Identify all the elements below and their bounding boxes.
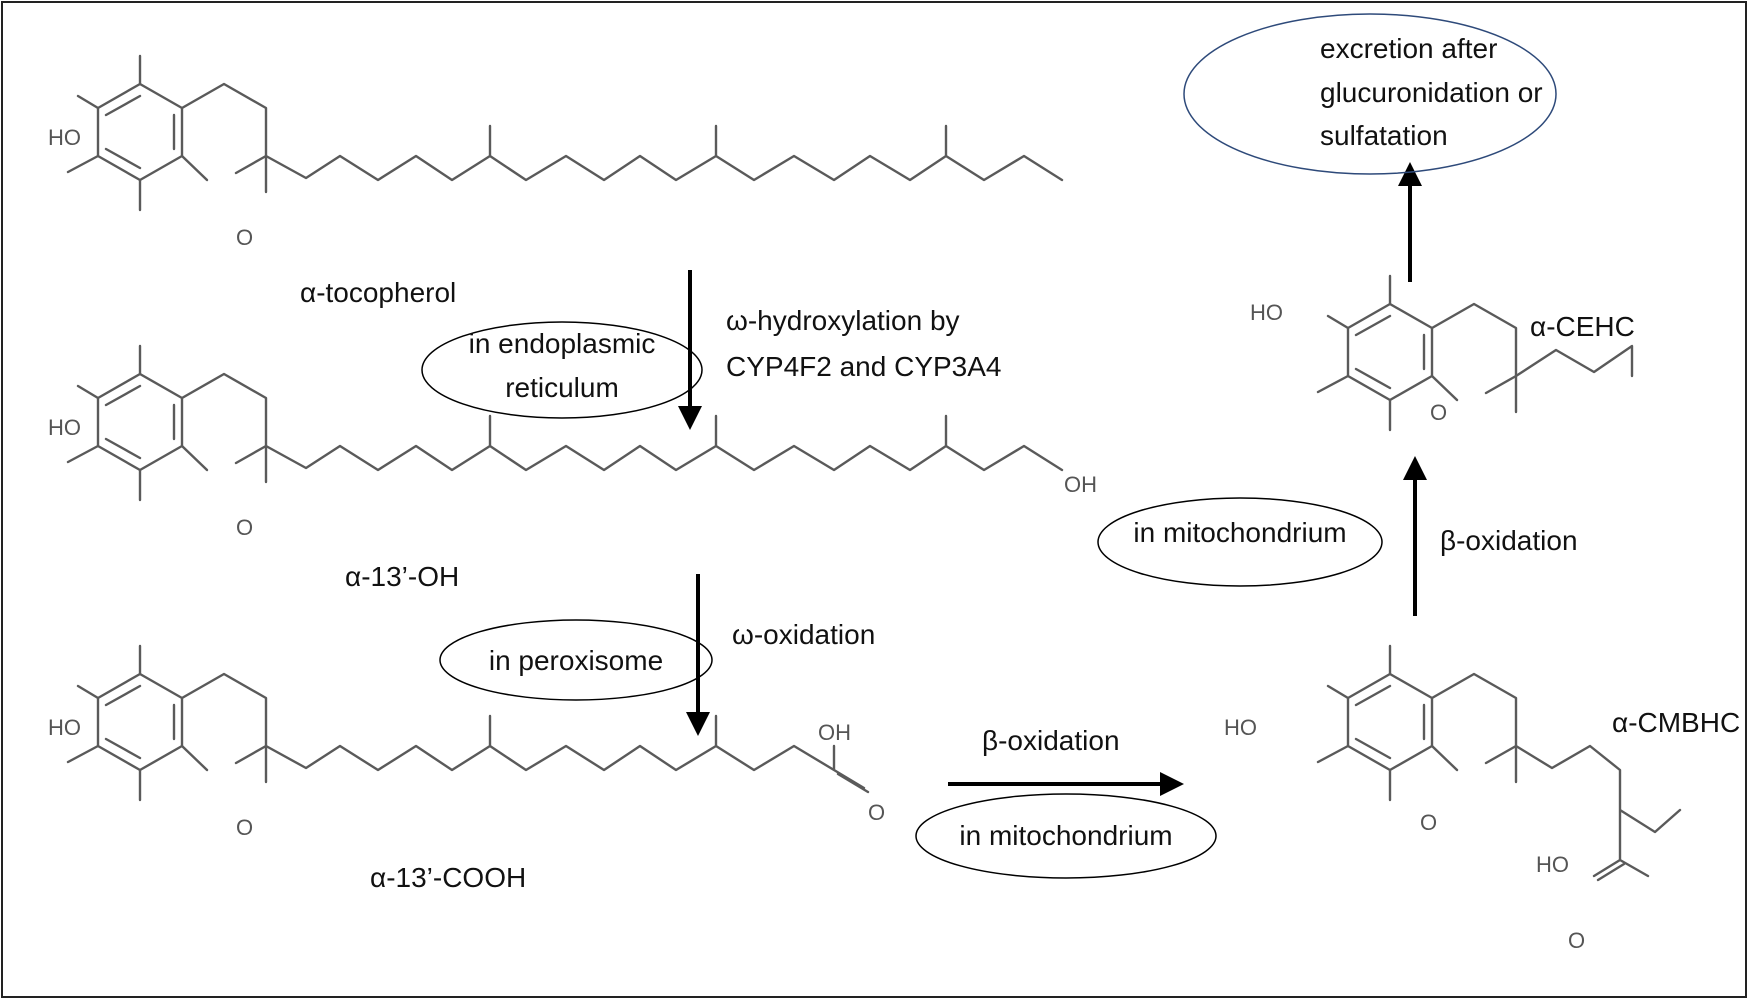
svg-text:in mitochondrium: in mitochondrium [1133,517,1346,548]
label-beta-oxidation-1: β-oxidation [982,725,1120,756]
label-omega-oxidation: ω-oxidation [732,619,875,650]
structure-alpha-cmbhc: HO O HO O [1224,644,1682,953]
label-beta-oxidation-2: β-oxidation [1440,525,1578,556]
structure-alpha-cehc: HO O [1250,274,1634,432]
structure-alpha-13-cooh: HO O OH O [48,644,885,840]
label-alpha-13-oh: α-13’-OH [345,561,459,592]
location-peroxisome: in peroxisome [439,619,713,701]
svg-text:in endoplasmic: in endoplasmic [469,328,656,359]
atom-ring-oxygen: O [1420,810,1437,835]
location-mitochondrium-2: in mitochondrium [1097,497,1383,587]
structure-alpha-13-oh: HO O OH [48,344,1097,540]
atom-acid-hydroxyl: HO [1536,852,1569,877]
atom-terminal-hydroxyl: OH [1064,472,1097,497]
label-alpha-tocopherol: α-tocopherol [300,277,456,308]
label-hydroxylation: ω-hydroxylation by CYP4F2 and CYP3A4 [726,305,1002,382]
atom-ring-oxygen: O [236,225,253,250]
label-alpha-13-cooh: α-13’-COOH [370,862,526,893]
atom-ring-oxygen: O [1430,400,1447,425]
location-mitochondrium-1: in mitochondrium [915,793,1217,879]
atom-hydroxyl: HO [48,125,81,150]
structure-alpha-tocopherol: HO O [48,54,1064,250]
atom-ring-oxygen: O [236,815,253,840]
atom-acid-oxygen: O [868,800,885,825]
svg-text:glucuronidation or: glucuronidation or [1320,77,1543,108]
atom-hydroxyl: HO [1250,300,1283,325]
svg-text:reticulum: reticulum [505,372,619,403]
svg-text:ω-hydroxylation by: ω-hydroxylation by [726,305,960,336]
atom-acid-hydroxyl: OH [818,720,851,745]
atom-hydroxyl: HO [1224,715,1257,740]
svg-text:in peroxisome: in peroxisome [489,645,663,676]
excretion-note: excretion after glucuronidation or sulfa… [1183,13,1557,175]
svg-text:sulfatation: sulfatation [1320,120,1448,151]
location-endoplasmic-reticulum: in endoplasmic reticulum [421,321,703,419]
label-alpha-cehc: α-CEHC [1530,311,1635,342]
svg-text:excretion after: excretion after [1320,33,1497,64]
atom-hydroxyl: HO [48,415,81,440]
svg-text:CYP4F2 and CYP3A4: CYP4F2 and CYP3A4 [726,351,1002,382]
svg-text:in mitochondrium: in mitochondrium [959,820,1172,851]
atom-hydroxyl: HO [48,715,81,740]
label-alpha-cmbhc: α-CMBHC [1612,707,1740,738]
atom-acid-oxygen: O [1568,928,1585,953]
atom-ring-oxygen: O [236,515,253,540]
